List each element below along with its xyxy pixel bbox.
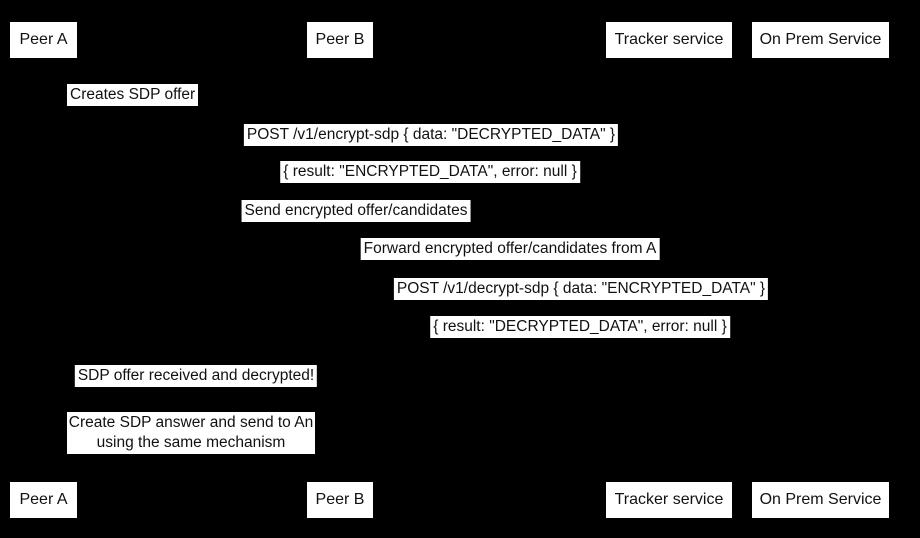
message-forward-encrypted-offer: Forward encrypted offer/candidates from …	[360, 238, 660, 261]
participant-on-prem-service-bottom: On Prem Service	[752, 482, 889, 518]
participant-peer-a-top: Peer A	[10, 22, 77, 58]
participant-peer-b-bottom: Peer B	[307, 482, 373, 518]
note-line-1: Create SDP answer and send to An	[68, 413, 314, 431]
participant-on-prem-service-top: On Prem Service	[752, 22, 889, 58]
message-send-encrypted-offer: Send encrypted offer/candidates	[241, 200, 471, 223]
participant-peer-b-top: Peer B	[307, 22, 373, 58]
message-decrypt-result: { result: "DECRYPTED_DATA", error: null …	[430, 316, 730, 339]
message-encrypt-result: { result: "ENCRYPTED_DATA", error: null …	[280, 161, 580, 184]
participant-tracker-service-top: Tracker service	[606, 22, 732, 58]
message-sdp-offer-received: SDP offer received and decrypted!	[74, 365, 318, 388]
message-post-decrypt-sdp: POST /v1/decrypt-sdp { data: "ENCRYPTED_…	[393, 278, 769, 301]
participant-peer-a-bottom: Peer A	[10, 482, 77, 518]
message-post-encrypt-sdp: POST /v1/encrypt-sdp { data: "DECRYPTED_…	[243, 124, 619, 147]
note-line-2: using the same mechanism	[96, 434, 286, 451]
message-creates-sdp-offer: Creates SDP offer	[67, 84, 199, 107]
participant-tracker-service-bottom: Tracker service	[606, 482, 732, 518]
note-create-sdp-answer: Create SDP answer and send to An using t…	[67, 412, 315, 454]
